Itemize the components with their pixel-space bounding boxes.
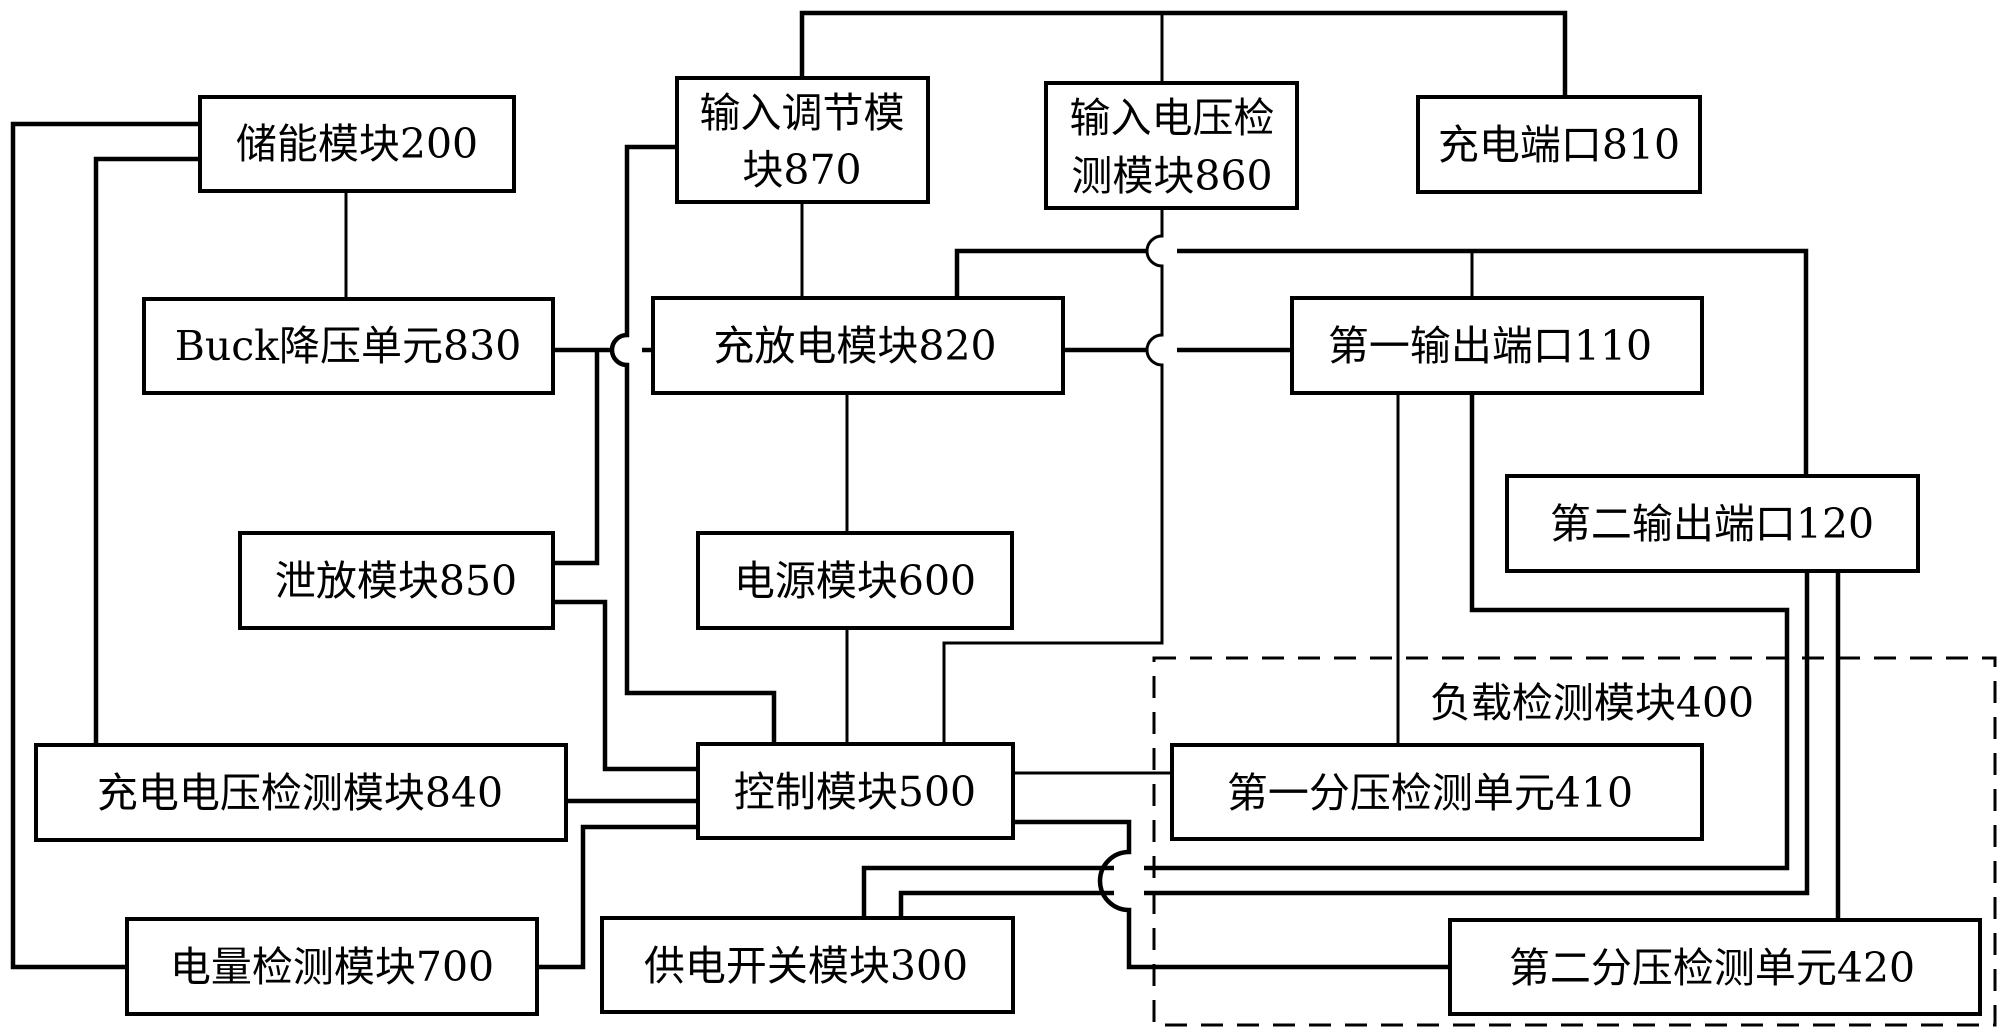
label-410: 第一分压检测单元410 bbox=[1227, 769, 1633, 817]
label-110: 第一输出端口110 bbox=[1328, 322, 1652, 370]
label-850: 泄放模块850 bbox=[275, 557, 517, 605]
label-200: 储能模块200 bbox=[236, 120, 478, 168]
connections bbox=[10, 10, 1841, 970]
wire-870-to-500 bbox=[609, 144, 777, 744]
label-810: 充电端口810 bbox=[1438, 121, 1680, 169]
wire-850-to-500 bbox=[553, 599, 698, 772]
module-820[interactable]: 充放电模块820 bbox=[651, 296, 1065, 395]
label-300: 供电开关模块300 bbox=[644, 942, 968, 990]
label-870-line1: 输入调节模 bbox=[700, 89, 905, 137]
wire-200-to-840 bbox=[93, 156, 200, 745]
module-410[interactable]: 第一分压检测单元410 bbox=[1170, 743, 1704, 841]
label-120: 第二输出端口120 bbox=[1550, 500, 1874, 548]
label-820: 充放电模块820 bbox=[713, 322, 996, 370]
module-600[interactable]: 电源模块600 bbox=[696, 531, 1014, 630]
label-840: 充电电压检测模块840 bbox=[97, 769, 503, 817]
wire-830-to-850 bbox=[553, 350, 600, 566]
wire-120-to-300 bbox=[898, 571, 1810, 918]
module-300[interactable]: 供电开关模块300 bbox=[600, 916, 1015, 1014]
wire-110-to-300 bbox=[861, 393, 1790, 918]
wire-820-to-outputs bbox=[954, 248, 1809, 476]
label-600: 电源模块600 bbox=[734, 557, 976, 605]
module-830[interactable]: Buck降压单元830 bbox=[142, 297, 555, 395]
label-420: 第二分压检测单元420 bbox=[1509, 944, 1915, 992]
module-200[interactable]: 储能模块200 bbox=[198, 95, 516, 193]
label-400: 负载检测模块400 bbox=[1430, 679, 1754, 727]
label-870-line2: 块870 bbox=[742, 146, 861, 194]
module-110[interactable]: 第一输出端口110 bbox=[1290, 296, 1704, 395]
label-830: Buck降压单元830 bbox=[175, 322, 522, 370]
wire-200-to-700 bbox=[10, 121, 200, 970]
module-840[interactable]: 充电电压检测模块840 bbox=[34, 743, 568, 842]
module-810[interactable]: 充电端口810 bbox=[1416, 95, 1702, 194]
wire-top-bus bbox=[799, 10, 1568, 97]
module-870[interactable]: 输入调节模 块870 bbox=[675, 76, 930, 204]
module-700[interactable]: 电量检测模块700 bbox=[125, 917, 539, 1016]
label-500: 控制模块500 bbox=[734, 768, 976, 816]
label-700: 电量检测模块700 bbox=[170, 943, 494, 991]
module-500[interactable]: 控制模块500 bbox=[696, 742, 1015, 840]
wire-860-to-500 bbox=[942, 208, 1164, 744]
module-120[interactable]: 第二输出端口120 bbox=[1505, 474, 1920, 573]
wire-700-to-500 bbox=[537, 824, 698, 970]
wire-500-to-420 bbox=[1013, 819, 1450, 970]
module-860[interactable]: 输入电压检 测模块860 bbox=[1044, 81, 1299, 210]
module-850[interactable]: 泄放模块850 bbox=[238, 531, 555, 630]
load-detection-group bbox=[1152, 656, 1997, 1027]
label-860-line2: 测模块860 bbox=[1071, 152, 1272, 200]
module-420[interactable]: 第二分压检测单元420 bbox=[1448, 918, 1982, 1016]
label-860-line1: 输入电压检 bbox=[1070, 94, 1275, 142]
